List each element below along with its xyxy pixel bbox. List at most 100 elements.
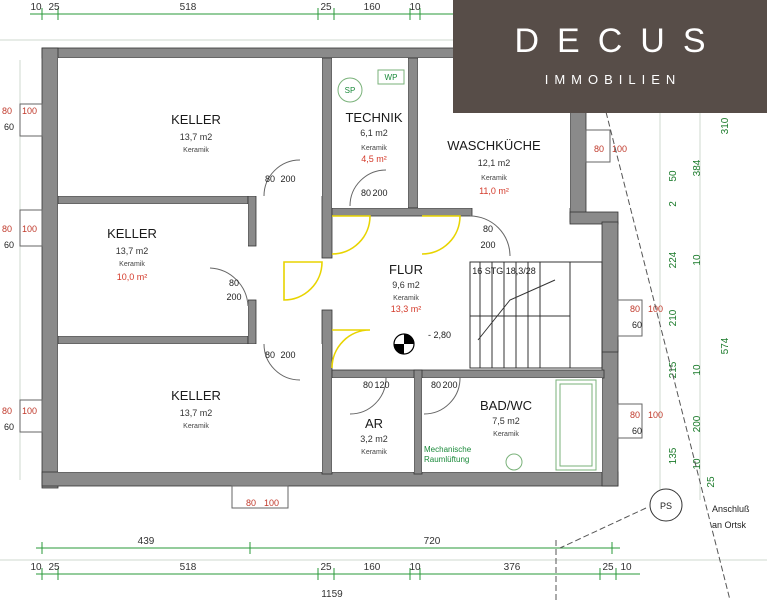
door-height-7: 200	[442, 380, 457, 390]
technik-name: TECHNIK	[345, 110, 402, 125]
keller2-extra: 10,0 m²	[117, 272, 148, 282]
door-height-1: 200	[280, 174, 295, 184]
flur-area: 9,6 m2	[392, 280, 420, 290]
technik-extra: 4,5 m²	[361, 154, 387, 164]
dim-right-11: 200	[692, 415, 703, 432]
window-2-h: 100	[22, 224, 37, 234]
waschkueche-material: Keramik	[481, 175, 507, 182]
keller2-area: 13,7 m2	[116, 246, 149, 256]
decus-logo: DECUS IMMOBILIEN	[453, 0, 767, 113]
dim-top-4: 25	[320, 2, 332, 13]
door-width-4: 80	[361, 188, 371, 198]
dim-right-6: 10	[692, 254, 703, 266]
window-3-w: 80	[2, 406, 12, 416]
logo-brand: DECUS	[514, 22, 724, 60]
window-4-h: 100	[612, 144, 627, 154]
stairs-label: 16 STG 18,3/28	[472, 266, 536, 276]
logo-tagline: IMMOBILIEN	[544, 72, 682, 87]
badwc-material: Keramik	[493, 431, 519, 438]
technik-area: 6,1 m2	[360, 128, 388, 138]
window-4-w: 80	[594, 144, 604, 154]
waschkueche-area: 12,1 m2	[478, 158, 511, 168]
flur-material: Keramik	[393, 295, 419, 302]
sp-label: SP	[345, 86, 356, 95]
door-width-3: 80	[265, 350, 275, 360]
badwc-area: 7,5 m2	[492, 416, 520, 426]
window-5-sill: 60	[632, 320, 642, 330]
door-height-6: 120	[374, 380, 389, 390]
window-7-h: 100	[264, 498, 279, 508]
dim-right-10: 10	[692, 364, 703, 376]
dim-right-5: 224	[668, 251, 679, 268]
keller1-area: 13,7 m2	[180, 132, 213, 142]
door-swings	[283, 215, 461, 369]
door-width-5: 80	[483, 224, 493, 234]
window-2-sill: 60	[4, 240, 14, 250]
anschluss-line1: Anschluß	[712, 504, 750, 514]
window-1-w: 80	[2, 106, 12, 116]
door-width-2: 80	[229, 278, 239, 288]
dim-top-3: 518	[180, 2, 197, 13]
badwc-name: BAD/WC	[480, 398, 532, 413]
flur-name: FLUR	[389, 262, 423, 277]
dim-right-8: 574	[720, 337, 731, 354]
sp-wp-badges	[337, 69, 405, 103]
waschkueche-extra: 11,0 m²	[479, 186, 509, 196]
technik-material: Keramik	[361, 145, 387, 152]
ar-name: AR	[365, 416, 383, 431]
ventilation-line1: Mechanische	[424, 445, 472, 454]
level-marker	[393, 333, 415, 355]
door-height-5: 200	[480, 240, 495, 250]
keller1-material: Keramik	[183, 147, 209, 154]
keller3-area: 13,7 m2	[180, 408, 213, 418]
bathtub	[505, 379, 597, 471]
window-5-w: 80	[630, 304, 640, 314]
window-1-sill: 60	[4, 122, 14, 132]
ps-label: PS	[660, 501, 672, 511]
door-swings-gray	[209, 159, 511, 415]
keller2-name: KELLER	[107, 226, 157, 241]
window-1-h: 100	[22, 106, 37, 116]
dim-bottom-5: 160	[364, 562, 381, 573]
door-width-1: 80	[265, 174, 275, 184]
top-dimension-line	[30, 8, 453, 20]
window-marks	[19, 103, 643, 509]
window-5-h: 100	[648, 304, 663, 314]
ar-material: Keramik	[361, 449, 387, 456]
window-3-h: 100	[22, 406, 37, 416]
keller2-material: Keramik	[119, 261, 145, 268]
dim-right-4: 2	[668, 201, 679, 207]
dim-top-6: 10	[409, 2, 421, 13]
door-width-6: 80	[363, 380, 373, 390]
keller3-name: KELLER	[171, 388, 221, 403]
waschkueche-name: WASCHKÜCHE	[447, 138, 541, 153]
dim-lower-2: 720	[424, 536, 441, 547]
dim-right-1: 310	[720, 117, 731, 134]
ventilation-line2: Raumlüftung	[424, 455, 469, 464]
bottom-dimension-lines	[36, 542, 640, 580]
ps-marker	[649, 488, 683, 522]
dim-bottom-8: 25	[602, 562, 614, 573]
dim-right-14: 25	[706, 476, 717, 488]
door-height-2: 200	[226, 292, 241, 302]
door-height-4: 200	[372, 188, 387, 198]
dim-right-3: 50	[668, 170, 679, 182]
dim-bottom-7: 376	[504, 562, 521, 573]
keller3-material: Keramik	[183, 423, 209, 430]
dim-top-2: 25	[48, 2, 60, 13]
window-6-w: 80	[630, 410, 640, 420]
flur-extra: 13,3 m²	[391, 304, 422, 314]
wp-label: WP	[385, 73, 398, 82]
window-3-sill: 60	[4, 422, 14, 432]
dim-lower-1: 439	[138, 536, 155, 547]
dim-right-7: 210	[668, 309, 679, 326]
walls	[41, 47, 619, 489]
window-7-w: 80	[246, 498, 256, 508]
dim-bottom-1: 10	[30, 562, 42, 573]
dim-right-9: 215	[668, 361, 679, 378]
window-6-sill: 60	[632, 426, 642, 436]
dim-bottom-3: 518	[180, 562, 197, 573]
dim-bottom-2: 25	[48, 562, 60, 573]
dim-total: 1159	[321, 589, 343, 600]
